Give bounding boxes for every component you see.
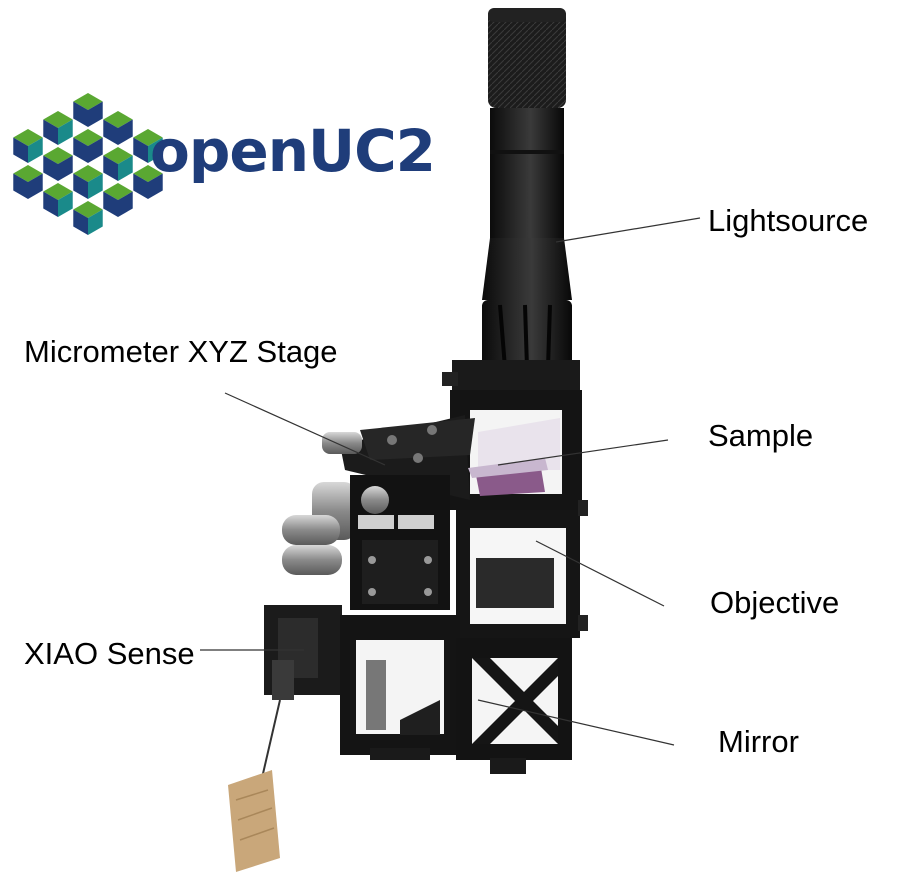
mirror-cube xyxy=(456,638,572,774)
lightsource-torch xyxy=(482,8,572,370)
logo-hex-facet xyxy=(148,137,163,163)
leader-mirror xyxy=(477,699,675,746)
micrometer-stage xyxy=(282,415,475,610)
top-cube xyxy=(442,360,582,510)
logo-hex-facet xyxy=(43,155,58,181)
leader-sample xyxy=(497,439,669,466)
logo-hex-facet xyxy=(13,173,28,199)
objective-cube xyxy=(456,500,588,638)
logo-hex-facet xyxy=(88,101,103,127)
mirror-label: Mirror xyxy=(718,724,799,759)
logo-hex-facet xyxy=(133,165,163,182)
logo-hex-facet xyxy=(88,209,103,235)
logo-hex-facet xyxy=(118,191,133,217)
logo-hex-facet xyxy=(133,129,163,146)
sample-label: Sample xyxy=(708,418,814,453)
logo-hex-facet xyxy=(28,173,43,199)
logo-hex-facet xyxy=(133,173,148,199)
leader-stage xyxy=(224,392,386,466)
logo-hex-facet xyxy=(73,101,88,127)
lightsource-label: Lightsource xyxy=(708,203,869,238)
logo-hex-facet xyxy=(103,119,118,145)
logo-hex-facet xyxy=(28,137,43,163)
logo-hex-facet xyxy=(118,119,133,145)
logo-hex-facet xyxy=(58,155,73,181)
openuc2-logo-icon xyxy=(13,93,163,235)
sensor-cube xyxy=(264,605,460,760)
xiao-sense-label: XIAO Sense xyxy=(24,636,195,671)
sensor-card xyxy=(228,699,281,872)
logo-hex-facet xyxy=(88,173,103,199)
logo-hex-facet xyxy=(118,155,133,181)
sample-slide xyxy=(468,458,548,496)
logo-hex-facet xyxy=(43,119,58,145)
logo-hex-facet xyxy=(133,137,148,163)
leader-lightsource xyxy=(555,217,701,243)
callout-leader-lines xyxy=(200,217,701,746)
logo-hex-facet xyxy=(103,191,118,217)
logo-hex-facet xyxy=(73,209,88,235)
logo-hex-facet xyxy=(148,173,163,199)
logo-hex-facet xyxy=(58,119,73,145)
logo-hex-facet xyxy=(13,137,28,163)
logo-hex-facet xyxy=(103,155,118,181)
logo-hex-facet xyxy=(88,137,103,163)
logo-hex-facet xyxy=(58,191,73,217)
logo-hex-facet xyxy=(73,137,88,163)
micrometer-stage-label: Micrometer XYZ Stage xyxy=(24,334,338,369)
leader-objective xyxy=(535,540,665,607)
logo-hex-facet xyxy=(73,173,88,199)
objective-label: Objective xyxy=(710,585,840,620)
brand-logo-text: openUC2 xyxy=(150,117,436,185)
logo-hex-facet xyxy=(43,191,58,217)
